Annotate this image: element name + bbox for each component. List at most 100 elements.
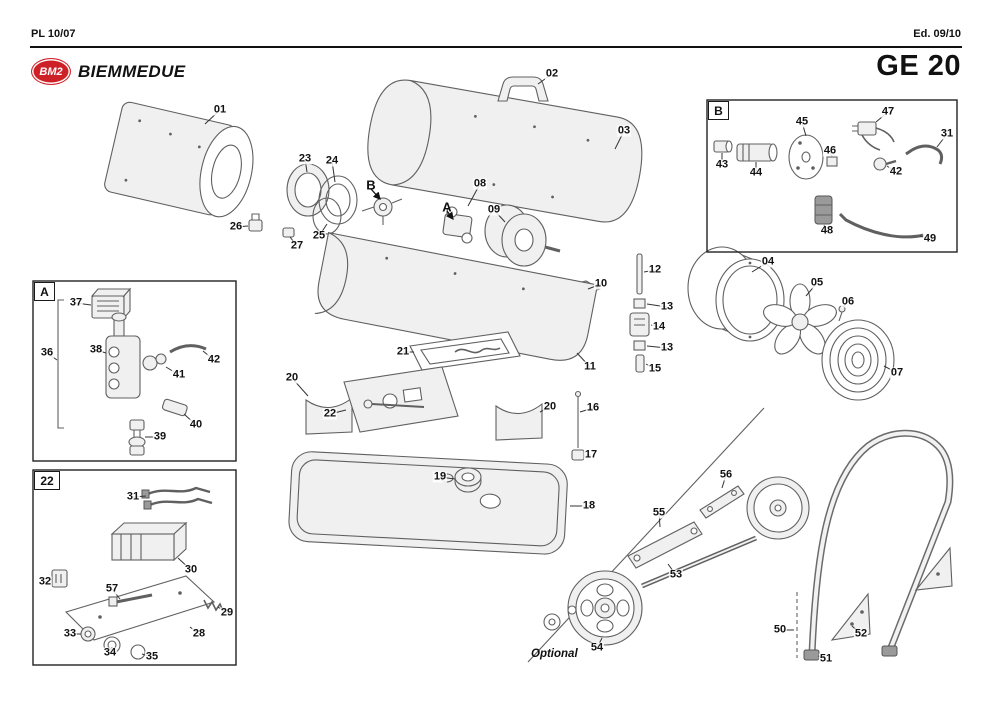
part-number-03: 03 (616, 124, 632, 137)
part-number-42: 42 (206, 353, 222, 366)
part-number-17: 17 (583, 448, 599, 461)
part-number-46: 46 (822, 144, 838, 157)
part-12-15-fuel-filter-line (629, 253, 650, 373)
part-50-51-frame (796, 429, 954, 661)
part-number-13: 13 (659, 300, 675, 313)
inset-22-box (32, 469, 237, 666)
part-number-26: 26 (228, 220, 244, 233)
inset-a-parts (57, 287, 207, 456)
part-03-upper-shell (367, 79, 643, 223)
part-number-48: 48 (819, 224, 835, 237)
model-title: GE 20 (876, 50, 961, 82)
part-number-13: 13 (659, 341, 675, 354)
part-56-bracket (699, 485, 745, 519)
part-53-axle (641, 535, 757, 589)
header-rule (30, 46, 962, 48)
part-number-09: 09 (486, 203, 502, 216)
part-number-44: 44 (748, 166, 764, 179)
part-number-34: 34 (102, 646, 118, 659)
part-number-29: 29 (219, 606, 235, 619)
part-05-fan (763, 283, 837, 355)
part-number-54: 54 (589, 641, 605, 654)
part-20-tank-supports (305, 396, 543, 441)
brand-name: BIEMMEDUE (78, 61, 186, 81)
part-06-screw (838, 305, 846, 322)
part-number-30: 30 (183, 563, 199, 576)
part-number-45: 45 (794, 115, 810, 128)
part-21-control-frame (409, 331, 521, 371)
part-number-42: 42 (888, 165, 904, 178)
part-number-12: 12 (647, 263, 663, 276)
part-number-10: 10 (593, 277, 609, 290)
part-11-lower-shell (314, 231, 599, 361)
part-number-28: 28 (191, 627, 207, 640)
inset-b-label: B (708, 101, 729, 120)
part-number-52: 52 (853, 627, 869, 640)
part-04-fan-duct (687, 246, 785, 342)
part-number-15: 15 (647, 362, 663, 375)
detail-marker-a: A (442, 199, 452, 215)
part-10-bracket (540, 280, 602, 301)
part-54-wheel (543, 570, 643, 646)
part-number-05: 05 (809, 276, 825, 289)
part-number-56: 56 (718, 468, 734, 481)
brand-logo: BM2 BIEMMEDUE (31, 58, 186, 85)
part-number-06: 06 (840, 295, 856, 308)
part-a-burner-assembly (442, 206, 473, 244)
part-number-33: 33 (62, 627, 78, 640)
part-number-19: 19 (432, 470, 448, 483)
part-number-24: 24 (324, 154, 340, 167)
part-08-09-motor (484, 204, 561, 267)
part-number-35: 35 (144, 650, 160, 663)
part-wheel-upper (746, 476, 810, 540)
part-27-clip (282, 227, 295, 238)
part-number-49: 49 (922, 232, 938, 245)
optional-divider-line (527, 407, 765, 663)
part-number-08: 08 (472, 177, 488, 190)
part-number-04: 04 (760, 255, 776, 268)
brand-logo-mark: BM2 (31, 58, 71, 85)
inset-b-parts (713, 121, 944, 239)
part-number-41: 41 (171, 368, 187, 381)
part-number-20: 20 (542, 400, 558, 413)
edition: Ed. 09/10 (913, 28, 961, 40)
part-23-24-25-rings (286, 163, 358, 235)
part-number-31: 31 (125, 490, 141, 503)
part-number-16: 16 (585, 401, 601, 414)
part-01-combustion-chamber (104, 101, 254, 218)
part-22-component-plate (343, 366, 459, 433)
inset-b-box (706, 99, 958, 253)
part-number-51: 51 (818, 652, 834, 665)
inset-a-label: A (34, 282, 55, 301)
part-number-39: 39 (152, 430, 168, 443)
part-number-14: 14 (651, 320, 667, 333)
part-number-31: 31 (939, 127, 955, 140)
detail-marker-b: B (366, 177, 376, 193)
part-16-17-fuel-pickup (571, 390, 585, 461)
inset-22-parts (51, 486, 224, 660)
part-number-32: 32 (37, 575, 53, 588)
part-07-fan-guard (821, 319, 895, 401)
part-number-02: 02 (544, 67, 560, 80)
part-number-57: 57 (104, 582, 120, 595)
part-18-fuel-tank (288, 451, 568, 555)
part-number-53: 53 (668, 568, 684, 581)
part-number-37: 37 (68, 296, 84, 309)
part-number-23: 23 (297, 152, 313, 165)
part-19-tank-cap (440, 467, 482, 493)
doc-code: PL 10/07 (31, 28, 76, 40)
part-number-47: 47 (880, 105, 896, 118)
part-number-22: 22 (322, 407, 338, 420)
part-number-36: 36 (39, 346, 55, 359)
part-52-gussets (830, 546, 953, 641)
part-number-27: 27 (289, 239, 305, 252)
part-number-20: 20 (284, 371, 300, 384)
part-number-18: 18 (581, 499, 597, 512)
part-number-38: 38 (88, 343, 104, 356)
part-number-55: 55 (651, 506, 667, 519)
inset-a-box (32, 280, 237, 462)
part-number-40: 40 (188, 418, 204, 431)
